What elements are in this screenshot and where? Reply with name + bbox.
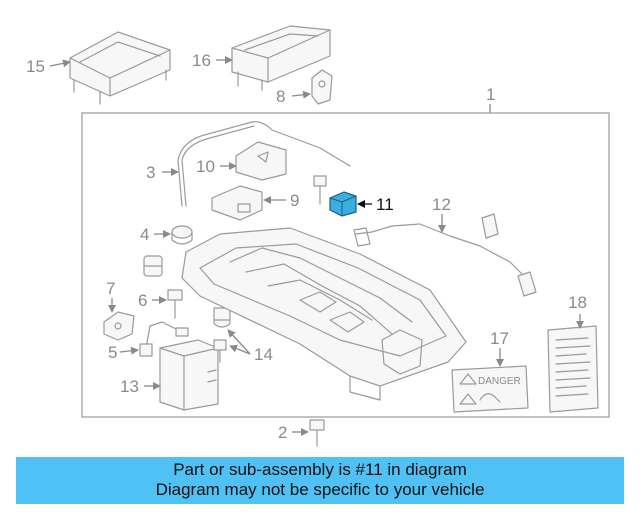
part-8-bracket[interactable]: [311, 69, 333, 105]
callout-14[interactable]: 14: [254, 345, 273, 364]
callout-16[interactable]: 16: [192, 51, 211, 70]
callout-12[interactable]: 12: [432, 195, 451, 214]
part-11-highlighted[interactable]: [329, 191, 357, 217]
info-banner: Part or sub-assembly is #11 in diagram D…: [16, 457, 624, 504]
part-3-tube[interactable]: [177, 121, 351, 207]
callout-9[interactable]: 9: [290, 191, 299, 210]
info-banner-line-2: Diagram may not be specific to your vehi…: [155, 480, 485, 499]
callout-6[interactable]: 6: [138, 291, 147, 310]
part-6-bolt[interactable]: [167, 289, 183, 319]
part-9-tray[interactable]: [211, 185, 263, 221]
parts-diagram: DANGER 15 16 8 1 3 10 9 11 12: [26, 25, 610, 447]
callout-1[interactable]: 1: [486, 85, 495, 104]
callout-13[interactable]: 13: [120, 377, 139, 396]
part-15-cover[interactable]: [69, 31, 171, 105]
callout-8[interactable]: 8: [276, 87, 285, 106]
bolt-upper: [313, 175, 327, 205]
callout-10[interactable]: 10: [196, 157, 215, 176]
callout-5[interactable]: 5: [108, 343, 117, 362]
part-5-sensor[interactable]: [139, 321, 189, 357]
part-18-info-label[interactable]: [547, 325, 599, 413]
part-10-plate[interactable]: [235, 141, 287, 181]
callout-18[interactable]: 18: [568, 293, 587, 312]
part-7-bracket[interactable]: [103, 311, 135, 341]
assembly-frame: [81, 112, 610, 418]
callout-17[interactable]: 17: [490, 329, 509, 348]
part-17-danger-label[interactable]: DANGER: [451, 365, 529, 413]
callout-7[interactable]: 7: [106, 279, 115, 298]
callout-11[interactable]: 11: [376, 195, 394, 214]
battery-tray[interactable]: [181, 227, 467, 401]
leader-lines: [49, 56, 584, 436]
callout-4[interactable]: 4: [140, 225, 149, 244]
info-banner-line-1: Part or sub-assembly is #11 in diagram: [173, 460, 467, 479]
part-12-harness[interactable]: [353, 213, 537, 297]
part-14-bolts[interactable]: [213, 307, 231, 363]
callout-15[interactable]: 15: [26, 57, 45, 76]
part-16-cover[interactable]: [231, 25, 331, 91]
part-13-module[interactable]: [159, 339, 219, 411]
bushing: [143, 255, 163, 277]
danger-label-text: DANGER: [478, 376, 521, 387]
part-2-bolt[interactable]: [309, 419, 325, 447]
callout-2[interactable]: 2: [278, 423, 287, 442]
part-4-grommet[interactable]: [171, 225, 193, 245]
callout-3[interactable]: 3: [146, 163, 155, 182]
